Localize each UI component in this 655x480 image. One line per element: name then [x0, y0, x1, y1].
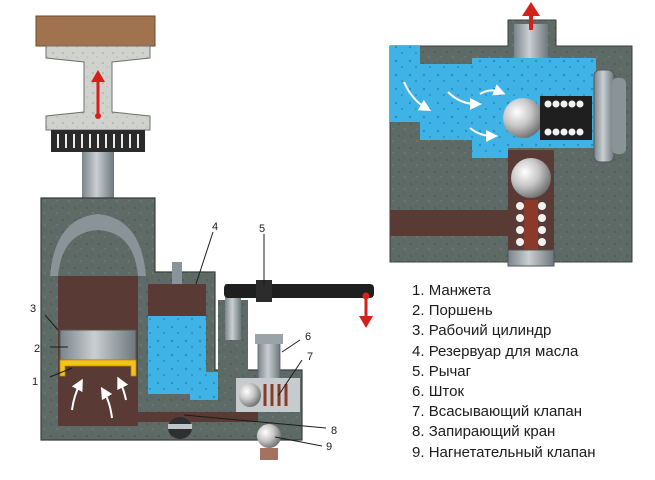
- callout-2: 2: [34, 343, 40, 355]
- detail-plug: [593, 69, 615, 163]
- flow-arrows: [71, 376, 129, 419]
- legend-list: 1. Манжета 2. Поршень 3. Рабочий цилиндр…: [412, 281, 652, 463]
- lever: [224, 284, 374, 298]
- legend-item: 4. Резервуар для масла: [412, 342, 579, 360]
- legend-item: 1. Манжета: [412, 282, 491, 299]
- legend-item: 9. Нагнетательный клапан: [412, 443, 596, 461]
- callout-4: 4: [212, 221, 218, 233]
- callout-6: 6: [305, 331, 311, 343]
- detail-bottom-plug: [507, 249, 555, 267]
- callout-3: 3: [30, 303, 36, 315]
- load-block: [35, 15, 156, 47]
- plunger-rod: [257, 339, 281, 381]
- detail-ball-horizontal: [503, 98, 543, 138]
- detail-ball-vertical: [511, 158, 551, 198]
- legend-item: 3. Рабочий цилиндр: [412, 322, 552, 340]
- legend-item: 7. Всасывающий клапан: [412, 403, 583, 421]
- legend-item: 6. Шток: [412, 383, 465, 401]
- seal-cuff: [59, 359, 137, 377]
- lift-arrow-icon: [91, 70, 105, 119]
- delivery-valve: [257, 424, 281, 448]
- callout-7: 7: [307, 351, 313, 363]
- legend-item: 2. Поршень: [412, 302, 493, 320]
- callout-1: 1: [32, 376, 38, 388]
- legend-item: 8. Запирающий кран: [412, 423, 556, 441]
- return-channel: [138, 412, 258, 422]
- outlet-arrow-icon: [522, 2, 540, 30]
- callout-5: 5: [259, 223, 265, 235]
- piston: [59, 329, 137, 361]
- cylinder-cap: [50, 214, 146, 276]
- callout-9: 9: [326, 441, 332, 453]
- legend-item: 5. Рычаг: [412, 362, 472, 380]
- callout-8: 8: [331, 425, 337, 437]
- lever-push-arrow-icon: [359, 292, 373, 328]
